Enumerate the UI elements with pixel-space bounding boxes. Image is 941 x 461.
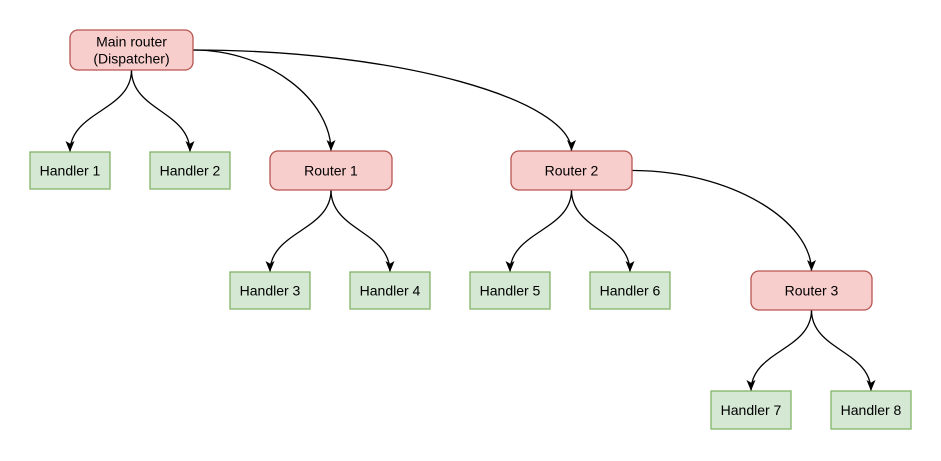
edge-router-3-to-handler-8 xyxy=(810,309,876,392)
node-handler-5-box xyxy=(469,271,551,310)
node-handler-1-label: Handler 1 xyxy=(40,163,101,179)
node-main-router: Main router(Dispatcher) xyxy=(69,29,194,71)
node-main-router-label: Main router(Dispatcher) xyxy=(93,34,169,67)
node-handler-3-label: Handler 3 xyxy=(240,283,301,299)
edge-router-1-to-handler-4 xyxy=(330,189,395,273)
node-router-2: Router 2 xyxy=(510,150,633,191)
node-handler-8-box xyxy=(830,390,912,430)
node-main-router-box xyxy=(69,29,194,71)
node-handler-5-label: Handler 5 xyxy=(480,283,541,299)
node-handler-2-box xyxy=(149,151,231,190)
node-router-3-box xyxy=(750,270,873,311)
node-handler-6: Handler 6 xyxy=(589,271,671,310)
node-handler-6-box xyxy=(589,271,671,310)
node-handler-7: Handler 7 xyxy=(710,390,792,430)
node-handler-6-label: Handler 6 xyxy=(600,283,661,299)
node-router-2-box xyxy=(510,150,633,191)
edge-main-router-to-router-2 xyxy=(192,49,576,152)
node-handler-5: Handler 5 xyxy=(469,271,551,310)
node-handler-7-label: Handler 7 xyxy=(721,402,782,418)
edge-router-1-to-handler-3 xyxy=(265,189,332,273)
node-handler-4-label: Handler 4 xyxy=(360,283,421,299)
node-handler-2-label: Handler 2 xyxy=(160,163,221,179)
node-handler-8: Handler 8 xyxy=(830,390,912,430)
node-handler-1-box xyxy=(29,151,111,190)
node-handler-3-box xyxy=(229,271,311,310)
node-handler-2: Handler 2 xyxy=(149,151,231,190)
node-handler-4: Handler 4 xyxy=(349,271,431,310)
node-handler-4-box xyxy=(349,271,431,310)
node-router-1: Router 1 xyxy=(269,150,393,191)
node-router-1-label: Router 1 xyxy=(304,163,358,179)
edge-router-2-to-handler-6 xyxy=(570,189,635,273)
node-router-2-label: Router 2 xyxy=(545,163,599,179)
node-handler-8-label: Handler 8 xyxy=(841,402,902,418)
node-handler-3: Handler 3 xyxy=(229,271,311,310)
node-handler-1: Handler 1 xyxy=(29,151,111,190)
node-router-1-box xyxy=(269,150,393,191)
edge-main-router-to-handler-2 xyxy=(130,69,195,153)
node-router-3: Router 3 xyxy=(750,270,873,311)
edge-router-3-to-handler-7 xyxy=(746,309,813,392)
node-handler-7-box xyxy=(710,390,792,430)
edge-router-2-to-router-3 xyxy=(631,169,816,272)
node-router-3-label: Router 3 xyxy=(785,283,839,299)
edge-main-router-to-handler-1 xyxy=(65,69,133,153)
edge-router-2-to-handler-5 xyxy=(505,189,573,273)
edge-main-router-to-router-1 xyxy=(192,49,336,152)
